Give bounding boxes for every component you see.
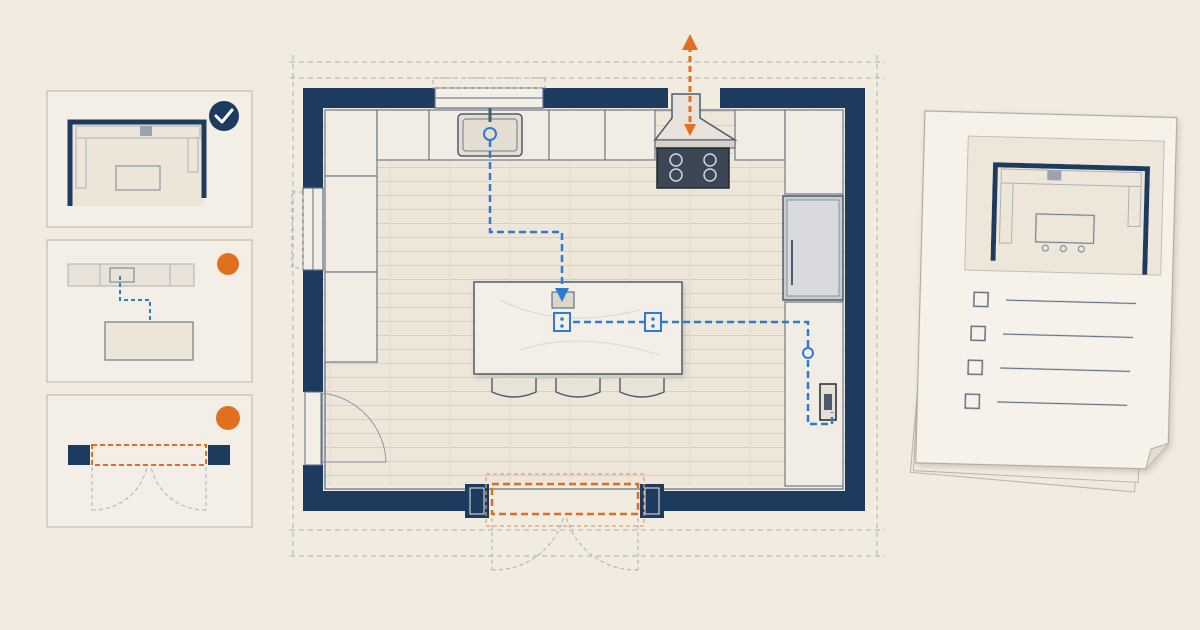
plumbing-arrowhead xyxy=(555,288,569,302)
island-outlet-1 xyxy=(553,312,571,332)
checkbox-3 xyxy=(967,359,984,376)
checkbox-4 xyxy=(964,393,981,410)
window-left xyxy=(291,187,324,271)
checklist xyxy=(964,291,1136,410)
sink xyxy=(457,108,523,157)
left-counter-run xyxy=(324,175,378,363)
checkbox-2 xyxy=(970,325,987,342)
wall-outlet-right xyxy=(819,383,837,421)
step-panel-plumbing-route xyxy=(46,239,253,383)
step-panel-door-widening xyxy=(46,394,253,528)
vent-exhaust-arrow xyxy=(682,34,698,136)
side-door-swing xyxy=(304,391,387,466)
checkbox-1 xyxy=(973,291,989,308)
main-floor-plan xyxy=(290,34,885,571)
exterior-walls xyxy=(303,88,865,511)
window-top xyxy=(432,77,546,109)
sheet-plan-thumbnail xyxy=(964,135,1165,276)
plumbing-route xyxy=(488,140,564,290)
orange-dot-icon xyxy=(217,253,239,275)
mini-counter xyxy=(67,263,195,287)
bar-stools xyxy=(491,378,665,398)
stove-cooktop xyxy=(656,147,730,189)
mini-plumbing-route xyxy=(119,276,151,326)
dimension-lines xyxy=(290,55,885,557)
check-circle-icon xyxy=(209,101,239,131)
mini-door-opening xyxy=(68,444,230,511)
mini-island xyxy=(104,321,194,361)
front-doorway-widening xyxy=(465,473,664,571)
mini-floor-plan xyxy=(67,119,207,206)
step-panel-full-plan xyxy=(46,90,253,228)
plan-sheet xyxy=(915,110,1178,470)
junction-node xyxy=(802,347,814,359)
orange-dot-icon xyxy=(216,406,240,430)
refrigerator xyxy=(782,195,844,301)
document-stack xyxy=(909,110,1178,493)
island-outlet-2 xyxy=(644,312,662,332)
